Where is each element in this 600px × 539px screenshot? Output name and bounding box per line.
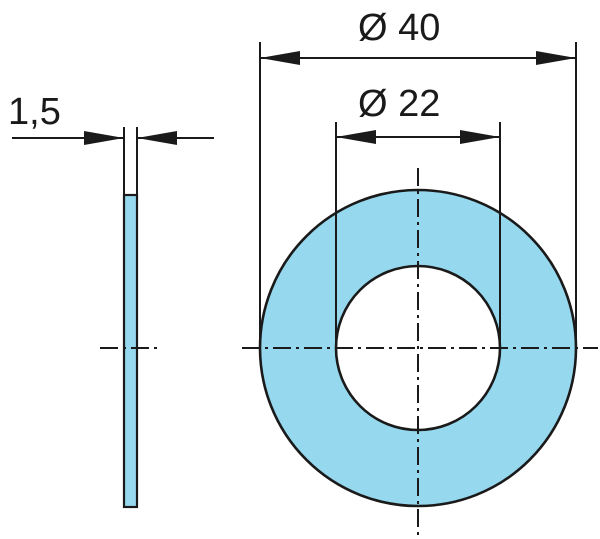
- inner-arrow-left: [336, 130, 376, 144]
- outer-arrow-right: [536, 51, 576, 65]
- inner-arrow-right: [460, 130, 500, 144]
- outer-arrow-left: [260, 51, 300, 65]
- inner-diameter-label: Ø 22: [358, 83, 440, 125]
- thickness-arrow-left: [84, 131, 124, 145]
- thickness-arrow-right: [137, 131, 177, 145]
- side-view-washer-section: [122, 193, 139, 509]
- outer-diameter-label: Ø 40: [358, 7, 440, 49]
- front-view: Ø 40 Ø 22: [242, 7, 598, 535]
- thickness-label: 1,5: [8, 91, 61, 133]
- side-view: 1,5: [8, 91, 214, 509]
